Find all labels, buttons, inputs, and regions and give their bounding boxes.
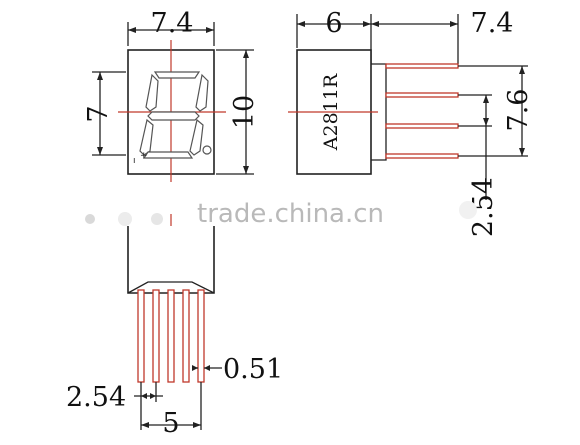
span-label: 5 <box>162 408 179 439</box>
bottom-pin-5 <box>197 289 205 383</box>
seven-segment-digit: ı + <box>133 71 212 166</box>
bottom-pitch-label: 2.54 <box>66 382 126 413</box>
side-pin-1 <box>385 63 459 69</box>
side-depth-label: 6 <box>325 8 342 39</box>
watermark: trade.china.cn <box>85 199 477 229</box>
bottom-pin-2 <box>152 289 160 383</box>
front-total-height-label: 10 <box>229 95 260 129</box>
part-marking: A2811R <box>320 73 342 151</box>
svg-text:ı: ı <box>133 156 136 166</box>
bottom-pin-1 <box>137 289 145 383</box>
side-view: 6 7.4 A2811R 7.6 2.54 <box>288 8 534 237</box>
front-height-label: 7 <box>83 105 114 122</box>
bottom-pin-4 <box>182 289 190 383</box>
front-width-label: 7.4 <box>151 8 194 39</box>
front-view: 7.4 ı + 7 10 <box>83 8 260 182</box>
row-spacing-label: 7.6 <box>503 89 534 132</box>
svg-text:+: + <box>140 151 148 161</box>
pin-width-label: 0.51 <box>223 354 283 385</box>
side-overall-label: 7.4 <box>471 8 514 39</box>
side-pin-3 <box>385 123 459 129</box>
side-pin-4 <box>385 153 459 159</box>
bottom-pin-3 <box>167 289 175 383</box>
bottom-view: 0.51 2.54 5 <box>66 214 283 439</box>
side-pin-2 <box>385 92 459 98</box>
watermark-text: trade.china.cn <box>197 199 384 229</box>
